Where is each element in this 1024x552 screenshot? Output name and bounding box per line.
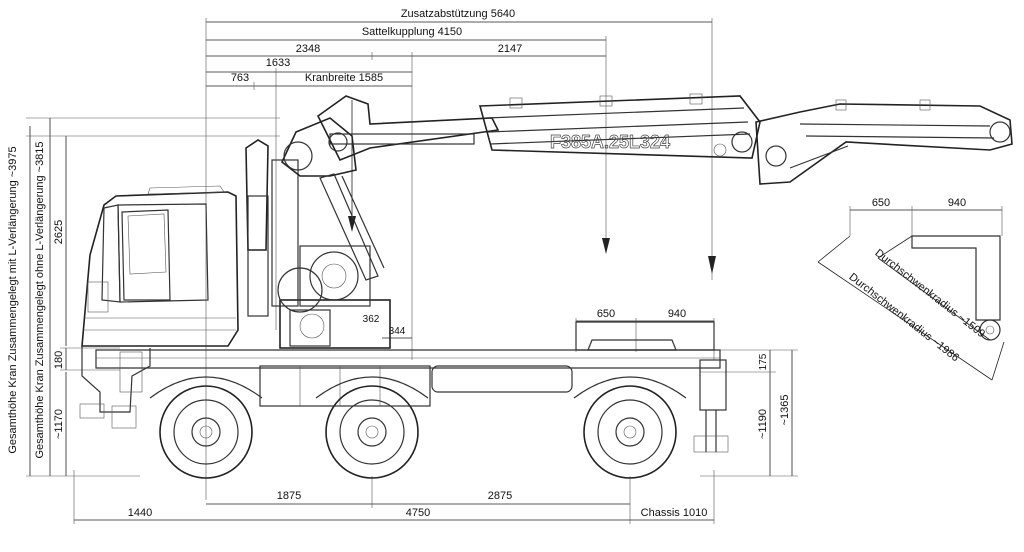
dim-2147: 2147: [498, 43, 522, 55]
dim-940-radius: 940: [948, 197, 966, 209]
label-swing-radius-1509: Durchschwenkradius ~1509: [873, 247, 988, 340]
dim-650: 650: [597, 308, 615, 320]
dim-940: 940: [668, 308, 686, 320]
label-gesamthoehe-mit: Gesamthöhe Kran Zusammengelegt mit L-Ver…: [7, 146, 19, 453]
dim-763: 763: [231, 72, 249, 84]
fifth-wheel-dimensions: [575, 318, 715, 360]
label-swing-radius-1986: Durchschwenkradius ~1986: [847, 271, 962, 364]
wheels: [149, 376, 687, 479]
dim-sattelkupplung: Sattelkupplung 4150: [362, 26, 462, 38]
front-wheel: [149, 376, 263, 479]
dim-1633: 1633: [266, 57, 290, 69]
middle-wheel: [315, 376, 429, 479]
dim-2348: 2348: [296, 43, 320, 55]
dim-175: 175: [758, 353, 769, 370]
dim-344: 344: [389, 326, 406, 337]
dim-zusatzabstuetzung: Zusatzabstützung 5640: [401, 8, 515, 20]
rear-wheel: [573, 376, 687, 479]
truck-body: [79, 139, 729, 453]
dim-chassis: Chassis 1010: [641, 507, 708, 519]
dim-1875: 1875: [277, 490, 301, 502]
dim-2625: 2625: [53, 220, 65, 244]
dim-1190: ~1190: [757, 409, 769, 439]
dim-362: 362: [363, 314, 380, 325]
crane: [271, 93, 1013, 349]
dim-1170: ~1170: [53, 409, 65, 439]
swing-radius-diagram: [817, 206, 1005, 381]
dim-kranbreite: Kranbreite 1585: [305, 72, 383, 84]
bottom-dimensions: [73, 470, 715, 524]
left-dimensions: [26, 117, 280, 477]
crane-model-label: F385A.25L324: [550, 132, 670, 152]
dim-650-radius: 650: [872, 197, 890, 209]
dim-2875: 2875: [488, 490, 512, 502]
dim-1365: ~1365: [779, 395, 791, 426]
dim-180: 180: [53, 351, 65, 369]
dim-1440: 1440: [128, 507, 152, 519]
label-gesamthoehe-ohne: Gesamthöhe Kran Zusammengelegt ohne L-Ve…: [34, 141, 46, 458]
dim-4750: 4750: [406, 507, 430, 519]
top-dimensions: [205, 18, 716, 500]
